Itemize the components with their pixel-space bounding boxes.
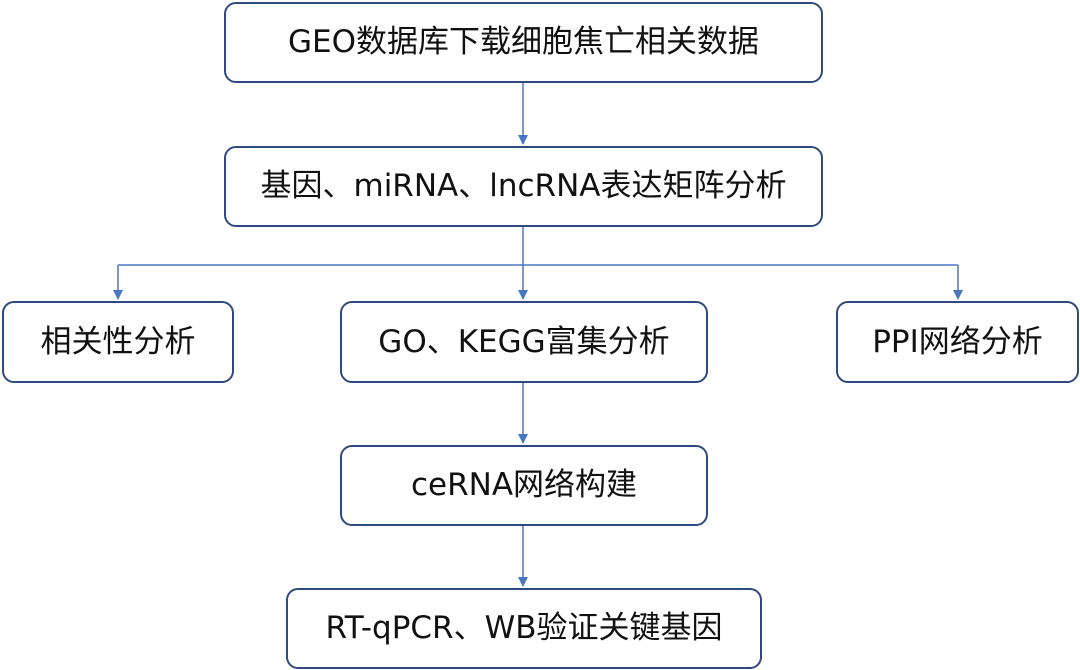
node-ppi-analysis: PPI网络分析 [836, 301, 1079, 383]
node-label: GO、KEGG富集分析 [378, 323, 670, 360]
node-label: PPI网络分析 [872, 323, 1043, 360]
node-geo-download: GEO数据库下载细胞焦亡相关数据 [224, 2, 823, 83]
node-correlation-analysis: 相关性分析 [2, 301, 234, 383]
node-cerna-network: ceRNA网络构建 [340, 445, 708, 526]
node-expression-analysis: 基因、miRNA、lncRNA表达矩阵分析 [224, 146, 823, 227]
node-label: 基因、miRNA、lncRNA表达矩阵分析 [260, 168, 787, 204]
node-validation: RT-qPCR、WB验证关键基因 [286, 588, 762, 669]
node-label: ceRNA网络构建 [410, 467, 638, 503]
node-enrichment-analysis: GO、KEGG富集分析 [340, 301, 708, 383]
node-label: GEO数据库下载细胞焦亡相关数据 [287, 24, 759, 60]
node-label: RT-qPCR、WB验证关键基因 [325, 610, 723, 646]
node-label: 相关性分析 [40, 323, 196, 360]
